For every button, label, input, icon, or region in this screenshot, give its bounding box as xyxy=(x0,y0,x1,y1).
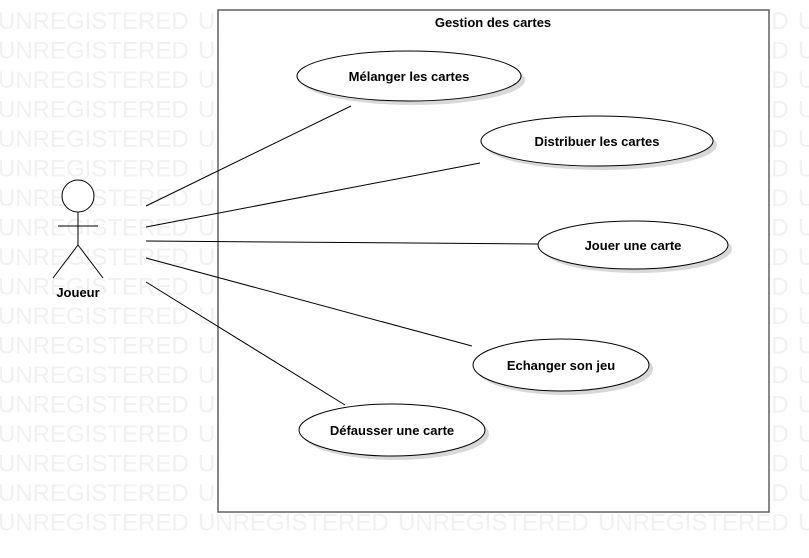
watermark-text: UNREGISTERED xyxy=(0,38,189,65)
watermark-text: UNREGISTERED xyxy=(798,421,809,448)
watermark-text: UNREGISTERED xyxy=(798,156,809,183)
watermark-text: UNREGISTERED xyxy=(798,67,809,94)
use-case-play-card[interactable]: Jouer une carte xyxy=(537,220,732,273)
use-case-discard-card[interactable]: Défausser une carte xyxy=(298,403,489,460)
system-boundary-title: Gestion des cartes xyxy=(435,15,551,30)
watermark-text: UNREGISTERED xyxy=(798,451,809,478)
use-case-deal-cards[interactable]: Distribuer les cartes xyxy=(480,115,717,170)
watermark-text: UNREGISTERED xyxy=(0,67,189,94)
watermark-text: UNREGISTERED xyxy=(0,392,189,419)
use-case-label: Echanger son jeu xyxy=(507,358,615,373)
watermark-text: UNREGISTERED xyxy=(798,274,809,301)
watermark-text: UNREGISTERED xyxy=(0,274,189,301)
watermark-text: UNREGISTERED xyxy=(0,126,189,153)
watermark-text: UNREGISTERED xyxy=(0,451,189,478)
associations xyxy=(145,105,539,406)
actor-icon xyxy=(52,179,104,279)
use-case-label: Défausser une carte xyxy=(330,423,454,438)
watermark-text: UNREGISTERED xyxy=(798,126,809,153)
association-line[interactable] xyxy=(145,240,539,245)
watermark-text: UNREGISTERED xyxy=(798,510,809,537)
watermark-text: UNREGISTERED xyxy=(0,215,189,242)
watermark-text: UNREGISTERED xyxy=(798,38,809,65)
use-case-ellipse xyxy=(296,50,522,102)
watermark-text: UNREGISTERED xyxy=(798,8,809,35)
use-case-ellipse xyxy=(537,220,729,270)
watermark-text: UNREGISTERED xyxy=(0,421,189,448)
watermark-text: UNREGISTERED xyxy=(798,215,809,242)
use-case-label: Mélanger les cartes xyxy=(349,69,470,84)
use-case-label: Jouer une carte xyxy=(585,238,682,253)
watermark-text: UNREGISTERED xyxy=(798,185,809,212)
use-case-mix-cards[interactable]: Mélanger les cartes xyxy=(296,50,525,105)
watermark-text: UNREGISTERED xyxy=(798,333,809,360)
watermark-text: UNREGISTERED xyxy=(0,333,189,360)
watermark-text: UNREGISTERED xyxy=(798,480,809,507)
association-line[interactable] xyxy=(145,162,481,228)
watermark-text: UNREGISTERED xyxy=(0,156,189,183)
watermark-text: UNREGISTERED xyxy=(0,185,189,212)
watermark-text: UNREGISTERED xyxy=(798,392,809,419)
watermark-text: UNREGISTERED xyxy=(798,303,809,330)
use-case-label: Distribuer les cartes xyxy=(534,134,659,149)
use-case-swap-hand[interactable]: Echanger son jeu xyxy=(472,338,653,395)
association-line[interactable] xyxy=(145,281,346,406)
watermark-text: UNREGISTERED xyxy=(798,97,809,124)
system-boundary-rect xyxy=(217,9,770,513)
watermark-text: UNREGISTERED xyxy=(0,480,189,507)
watermark-text: UNREGISTERED xyxy=(0,8,189,35)
use-case-ellipse xyxy=(472,338,650,392)
watermark-text: UNREGISTERED xyxy=(198,510,389,537)
watermark-text: UNREGISTERED xyxy=(0,510,189,537)
system-boundary[interactable]: Gestion des cartes xyxy=(217,9,770,513)
actor-joueur[interactable]: Joueur xyxy=(52,179,104,300)
watermark-text: UNREGISTERED xyxy=(798,362,809,389)
watermark-text: UNREGISTERED xyxy=(798,244,809,271)
association-line[interactable] xyxy=(145,105,352,207)
watermark-text: UNREGISTERED xyxy=(598,510,789,537)
use-case-ellipse xyxy=(298,403,486,457)
watermark-text: UNREGISTERED xyxy=(0,303,189,330)
watermark-text: UNREGISTERED xyxy=(0,97,189,124)
association-line[interactable] xyxy=(145,257,473,347)
actor-label: Joueur xyxy=(56,285,99,300)
use-case-ellipse xyxy=(480,115,714,167)
watermark-text: UNREGISTERED xyxy=(398,510,589,537)
watermark-text: UNREGISTERED xyxy=(0,362,189,389)
